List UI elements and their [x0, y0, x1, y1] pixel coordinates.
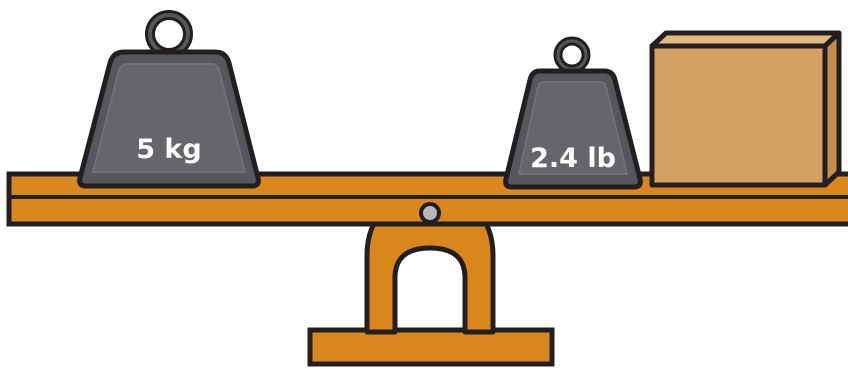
weight-5kg: 5 kg: [80, 15, 259, 186]
weight-2-4lb-label: 2.4 lb: [530, 143, 616, 174]
unknown-box: [652, 33, 839, 185]
weight-5kg-label: 5 kg: [136, 134, 201, 165]
fulcrum-base: [310, 330, 552, 364]
box-front: [652, 46, 825, 185]
weight-2-4lb: 2.4 lb: [506, 41, 641, 187]
pivot-pin: [421, 204, 439, 222]
